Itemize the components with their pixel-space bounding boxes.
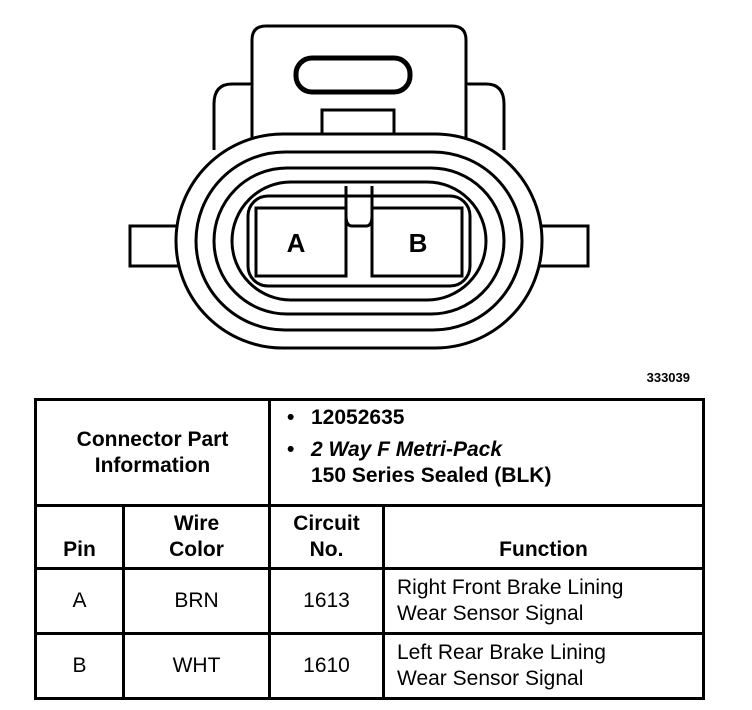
- cavity-divider: [344, 186, 374, 228]
- figure-reference-number: 333039: [646, 370, 690, 385]
- pin-cell: A: [34, 567, 125, 635]
- function-cell: Right Front Brake Lining Wear Sensor Sig…: [381, 567, 706, 635]
- wire-color-cell: WHT: [122, 632, 271, 700]
- connector-part-info: 12052635 2 Way F Metri-Pack 150 Series S…: [267, 398, 706, 507]
- circuit-cell: 1610: [268, 632, 385, 700]
- latch-slot: [293, 55, 413, 95]
- table-row: B WHT 1610 Left Rear Brake Lining Wear S…: [34, 632, 706, 700]
- left-shoulder: [212, 82, 252, 150]
- part-description: 2 Way F Metri-Pack 150 Series Sealed (BL…: [287, 437, 702, 489]
- latch-tab: [250, 24, 468, 148]
- column-header-row: Pin Wire Color Circuit No. Function: [34, 504, 706, 570]
- seal-ring-1: [194, 150, 524, 332]
- cavity-outline: [246, 194, 472, 288]
- left-ear: [128, 224, 184, 268]
- pin-label-a: A: [287, 228, 306, 258]
- pin-label-b: B: [409, 228, 428, 258]
- connector-part-header: Connector Part Information: [34, 398, 271, 507]
- connector-face-diagram: A B: [128, 24, 590, 350]
- connector-info-row: Connector Part Information 12052635 2 Wa…: [34, 398, 706, 507]
- wire-color-column-header: Wire Color: [122, 504, 271, 570]
- circuit-no-column-header: Circuit No.: [268, 504, 385, 570]
- right-ear: [534, 224, 590, 268]
- connector-pinout-table: Connector Part Information 12052635 2 Wa…: [34, 398, 706, 700]
- table-row: A BRN 1613 Right Front Brake Lining Wear…: [34, 567, 706, 635]
- function-cell: Left Rear Brake Lining Wear Sensor Signa…: [381, 632, 706, 700]
- seal-ring-3: [230, 180, 488, 302]
- part-number: 12052635: [287, 405, 702, 431]
- pin-column-header: Pin: [34, 504, 125, 570]
- circuit-cell: 1613: [268, 567, 385, 635]
- pin-cell: B: [34, 632, 125, 700]
- seal-ring-2: [212, 166, 506, 316]
- right-shoulder: [466, 82, 506, 150]
- function-column-header: Function: [381, 504, 706, 570]
- wire-color-cell: BRN: [122, 567, 271, 635]
